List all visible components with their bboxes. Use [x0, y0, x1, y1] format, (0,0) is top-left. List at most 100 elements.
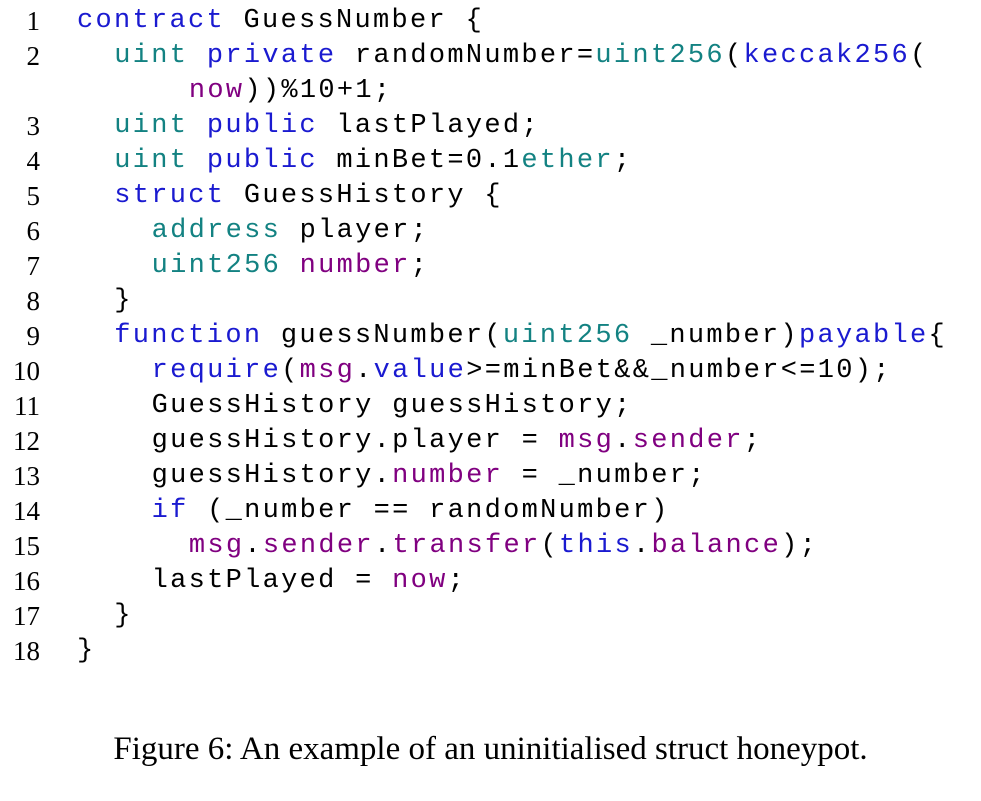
- code-token-kw: public: [206, 111, 318, 141]
- code-text: uint private randomNumber=uint256(keccak…: [114, 39, 928, 74]
- code-token-plain: (: [909, 41, 929, 71]
- code-token-builtin: transfer: [392, 531, 541, 561]
- code-token-type: uint: [114, 146, 189, 176]
- code-token-plain: }: [114, 601, 133, 631]
- code-token-plain: .: [373, 531, 393, 561]
- line-number: 15: [13, 531, 40, 561]
- line-number: 4: [26, 146, 41, 176]
- code-line: 2 uint private randomNumber=uint256(kecca…: [0, 39, 981, 74]
- code-token-builtin: sender: [262, 531, 374, 561]
- code-line: 9 function guessNumber(uint256 _number)pa…: [0, 319, 981, 354]
- code-token-plain: .: [355, 356, 374, 386]
- line-number: 17: [13, 601, 40, 631]
- code-text: guessHistory.number = _number;: [152, 459, 707, 494]
- code-token-kw: function: [114, 321, 263, 351]
- code-token-plain: .: [244, 531, 263, 561]
- code-text: msg.sender.transfer(this.balance);: [189, 529, 818, 564]
- code-token-plain: ;: [410, 251, 430, 281]
- code-token-plain: guessHistory.player =: [151, 426, 559, 456]
- code-token-plain: = _number;: [503, 461, 707, 491]
- code-token-plain: >=minBet&&_number<=10);: [466, 356, 892, 386]
- code-line: 13 guessHistory.number = _number;: [0, 459, 981, 494]
- code-text: }: [77, 634, 96, 669]
- code-token-plain: _number): [632, 321, 799, 351]
- code-token-plain: ;: [743, 426, 763, 456]
- code-line: 4 uint public minBet=0.1ether;: [0, 144, 981, 179]
- code-listing: 1 contract GuessNumber { 2 uint private ran…: [0, 4, 981, 669]
- code-token-type: uint: [114, 111, 189, 141]
- code-token-plain: ))%10+1;: [244, 76, 393, 106]
- line-number: 1: [26, 6, 41, 36]
- code-token-plain: {: [928, 321, 947, 351]
- code-text: now))%10+1;: [189, 74, 393, 109]
- code-token-kw: contract: [77, 6, 226, 36]
- code-text: GuessHistory guessHistory;: [152, 389, 633, 424]
- code-token-plain: );: [781, 531, 819, 561]
- code-line: 8}: [0, 284, 981, 319]
- code-token-builtin: balance: [651, 531, 782, 561]
- code-token-builtin: now: [392, 566, 448, 596]
- code-line: 17}: [0, 599, 981, 634]
- line-number: 12: [13, 426, 40, 456]
- code-text: uint public lastPlayed;: [114, 109, 540, 144]
- code-token-plain: (: [724, 41, 744, 71]
- code-text: uint256 number;: [152, 249, 430, 284]
- code-token-builtin: msg: [299, 356, 356, 386]
- code-text: lastPlayed = now;: [152, 564, 467, 599]
- code-token-kw: value: [373, 356, 467, 386]
- code-token-plain: GuessHistory guessHistory;: [151, 391, 633, 421]
- code-text: struct GuessHistory {: [114, 179, 503, 214]
- code-token-builtin: sender: [632, 426, 744, 456]
- code-token-plain: player;: [281, 216, 430, 246]
- line-number: 2: [26, 41, 41, 71]
- code-token-type: address: [151, 216, 282, 246]
- code-token-plain: [188, 146, 207, 176]
- code-token-plain: ;: [447, 566, 467, 596]
- line-number: 6: [26, 216, 41, 246]
- code-token-plain: [281, 251, 300, 281]
- code-token-kw: keccak256: [743, 41, 910, 71]
- code-token-plain: minBet=0.1: [317, 146, 522, 176]
- line-number: 9: [26, 321, 41, 351]
- code-token-plain: [188, 41, 207, 71]
- line-number: 14: [13, 496, 40, 526]
- line-number: 11: [14, 391, 40, 421]
- code-token-builtin: msg: [558, 426, 615, 456]
- figure-caption: Figure 6: An example of an uninitialised…: [113, 731, 868, 767]
- code-line: 5 struct GuessHistory {: [0, 179, 981, 214]
- code-token-builtin: number: [299, 251, 411, 281]
- code-token-type: uint256: [595, 41, 725, 71]
- code-line: 15 msg.sender.transfer(this.balance);: [0, 529, 981, 564]
- code-text: require(msg.value>=minBet&&_number<=10);: [152, 354, 892, 389]
- code-line: 1 contract GuessNumber {: [0, 4, 981, 39]
- code-token-plain: .: [633, 531, 652, 561]
- code-token-plain: GuessHistory {: [225, 181, 503, 211]
- code-token-plain: .: [614, 426, 633, 456]
- code-line: 11 GuessHistory guessHistory;: [0, 389, 981, 424]
- code-text: contract GuessNumber {: [77, 4, 484, 39]
- code-token-builtin: now: [188, 76, 245, 106]
- code-token-plain: (: [540, 531, 560, 561]
- code-token-plain: guessNumber(: [262, 321, 503, 351]
- code-token-plain: }: [114, 286, 133, 316]
- code-token-kw: require: [151, 356, 282, 386]
- line-number: 5: [26, 181, 41, 211]
- line-number: 13: [13, 461, 40, 491]
- code-text: address player;: [152, 214, 430, 249]
- code-token-plain: lastPlayed;: [317, 111, 540, 141]
- code-token-plain: [188, 111, 207, 141]
- code-text: uint public minBet=0.1ether;: [114, 144, 632, 179]
- code-token-type: uint256: [151, 251, 282, 281]
- code-token-plain: ;: [613, 146, 633, 176]
- code-token-type: ether: [521, 146, 614, 176]
- code-text: }: [114, 284, 133, 319]
- code-token-plain: (: [281, 356, 300, 386]
- code-line: now))%10+1;: [0, 74, 981, 109]
- code-token-kw: struct: [114, 181, 226, 211]
- code-token-kw: if: [151, 496, 189, 526]
- code-text: function guessNumber(uint256 _number)pay…: [114, 319, 947, 354]
- code-token-type: uint: [114, 41, 189, 71]
